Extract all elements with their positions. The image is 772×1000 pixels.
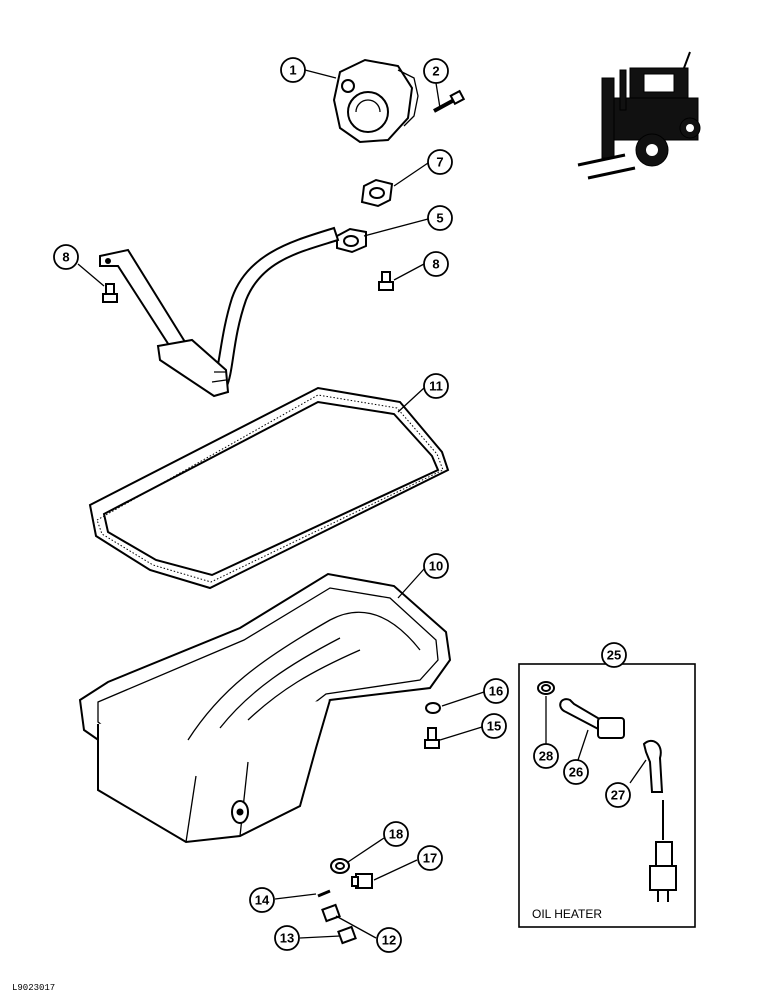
plug-17 [351, 873, 373, 889]
callout-7: 7 [427, 149, 453, 175]
callout-15: 15 [481, 713, 507, 739]
oil-heater-parts [537, 681, 677, 902]
svg-text:25: 25 [607, 648, 621, 663]
callout-2: 2 [423, 58, 449, 84]
svg-text:27: 27 [611, 788, 625, 803]
svg-text:18: 18 [389, 827, 403, 842]
callout-18: 18 [383, 821, 409, 847]
svg-text:11: 11 [429, 379, 443, 394]
svg-text:12: 12 [382, 933, 396, 948]
gasket-5 [336, 227, 367, 254]
oil-heater-label: OIL HEATER [532, 907, 602, 921]
washer-18 [330, 858, 350, 874]
svg-text:10: 10 [429, 559, 443, 574]
callout-8-right: 8 [423, 251, 449, 277]
fitting-12 [321, 903, 341, 923]
reference-code: L9023017 [12, 983, 55, 993]
svg-text:1: 1 [289, 63, 296, 78]
forklift-icon [577, 51, 701, 180]
bolt-2 [433, 89, 466, 113]
bolt-15 [424, 727, 440, 749]
svg-text:14: 14 [255, 893, 270, 908]
gasket-7 [360, 178, 394, 208]
svg-text:8: 8 [432, 257, 439, 272]
svg-text:8: 8 [62, 250, 69, 265]
callout-27: 27 [605, 782, 631, 808]
callout-1: 1 [280, 57, 306, 83]
svg-text:13: 13 [280, 931, 294, 946]
oil-pan-gasket [88, 386, 450, 590]
svg-text:17: 17 [423, 851, 437, 866]
callout-13: 13 [274, 925, 300, 951]
callout-12: 12 [376, 927, 402, 953]
callout-14: 14 [249, 887, 275, 913]
svg-text:7: 7 [436, 155, 443, 170]
bolt-8-right [378, 271, 394, 291]
callout-16: 16 [483, 678, 509, 704]
callout-8-left: 8 [53, 244, 79, 270]
callout-11: 11 [423, 373, 449, 399]
heater-cord-27 [642, 739, 664, 793]
svg-text:15: 15 [487, 719, 501, 734]
leader-lines [77, 69, 647, 939]
pin-14 [317, 889, 331, 898]
callout-10: 10 [423, 553, 449, 579]
callout-28: 28 [533, 743, 559, 769]
oil-pickup-tube [99, 226, 340, 398]
svg-text:26: 26 [569, 765, 583, 780]
fitting-13 [337, 925, 357, 945]
svg-text:16: 16 [489, 684, 503, 699]
svg-text:5: 5 [436, 211, 443, 226]
oil-pan [78, 572, 452, 844]
callout-17: 17 [417, 845, 443, 871]
callout-26: 26 [563, 759, 589, 785]
oil-pump [332, 58, 419, 144]
callout-5: 5 [427, 205, 453, 231]
bolt-8-left [102, 283, 118, 303]
washer-16 [425, 702, 441, 714]
svg-text:2: 2 [432, 64, 439, 79]
svg-text:28: 28 [539, 749, 553, 764]
callout-25: 25 [601, 642, 627, 668]
